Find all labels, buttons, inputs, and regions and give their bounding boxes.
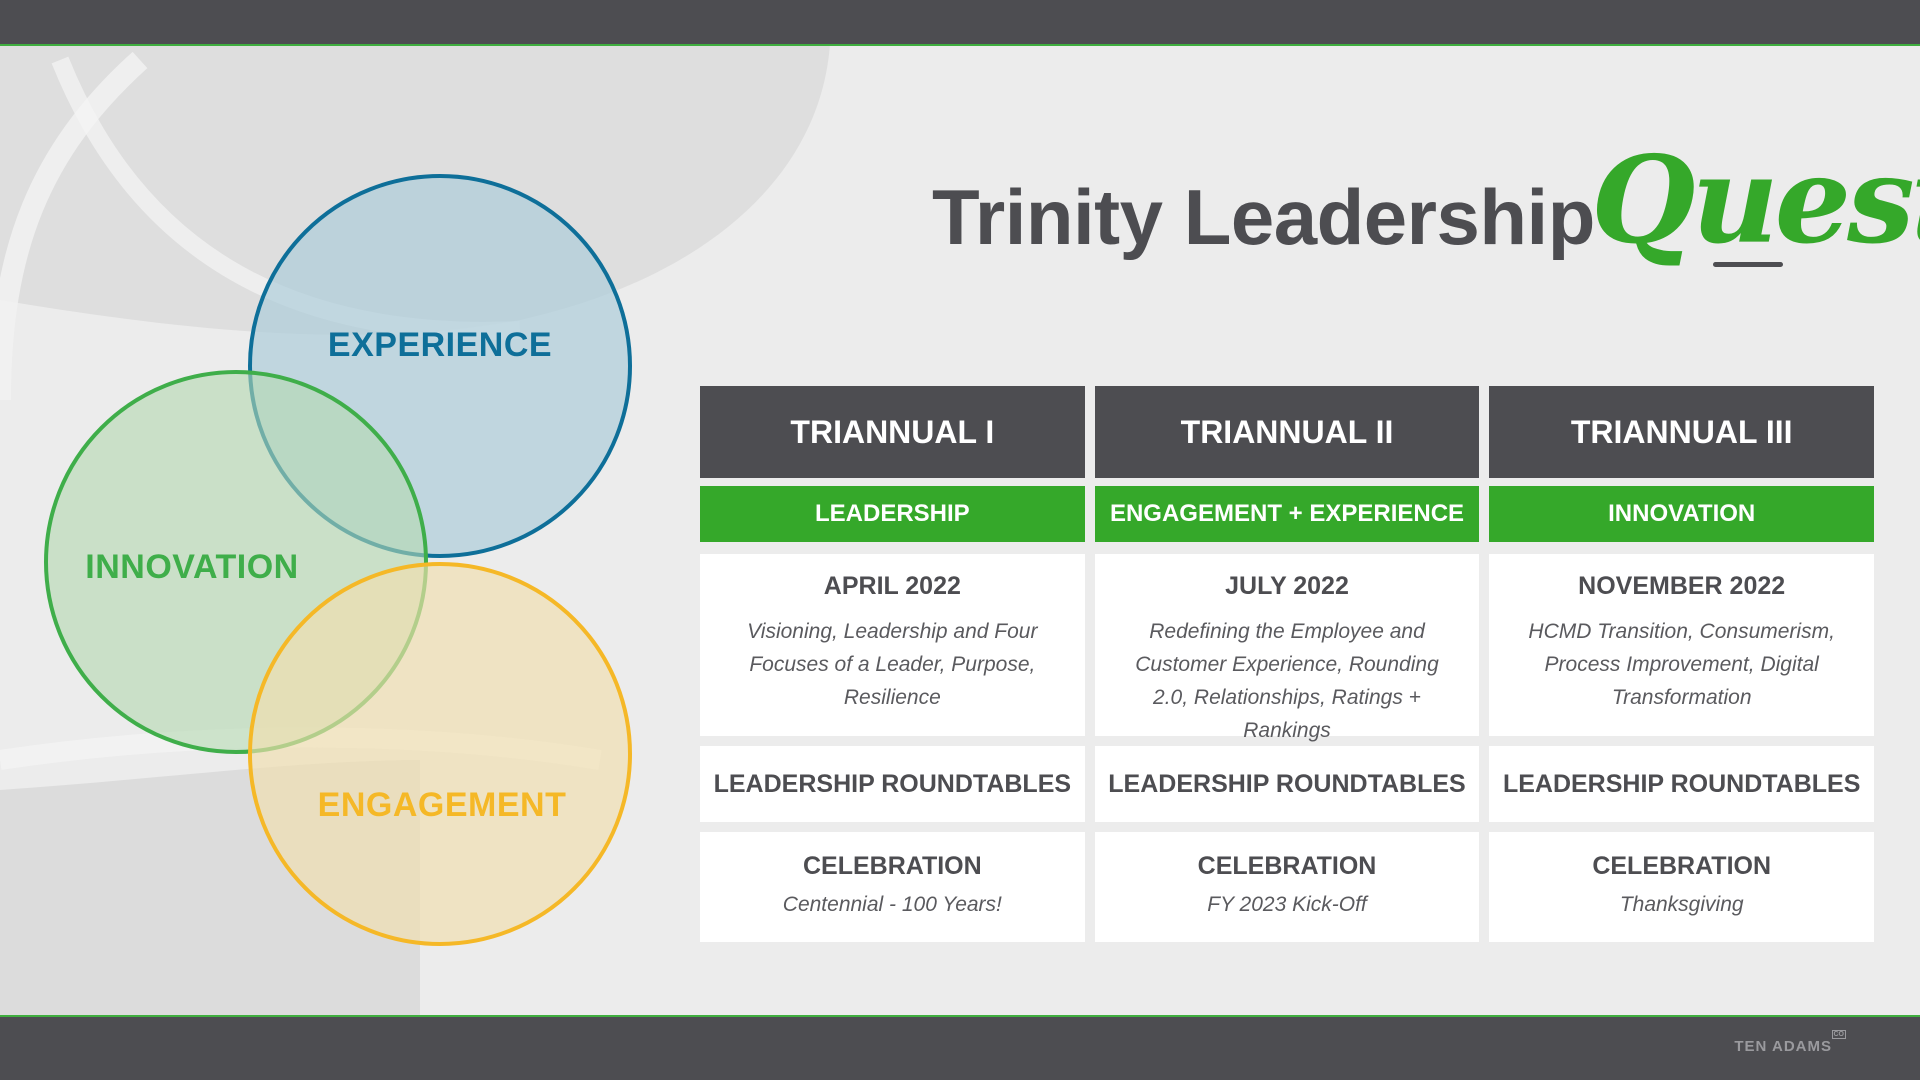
column-header: TRIANNUAL III bbox=[1489, 386, 1875, 478]
celebration-cell: CELEBRATION Centennial - 100 Years! bbox=[700, 832, 1085, 942]
page-title: Trinity Leadership bbox=[932, 173, 1595, 261]
celebration-row: CELEBRATION Centennial - 100 Years! CELE… bbox=[700, 832, 1875, 942]
celebration-cell: CELEBRATION FY 2023 Kick-Off bbox=[1094, 832, 1480, 942]
theme-label: ENGAGEMENT + EXPERIENCE bbox=[1094, 486, 1480, 542]
theme-label: INNOVATION bbox=[1489, 486, 1875, 542]
celebration-cell: CELEBRATION Thanksgiving bbox=[1489, 832, 1875, 942]
roundtable-cell: LEADERSHIP ROUNDTABLES bbox=[1094, 746, 1480, 822]
celebration-title: CELEBRATION bbox=[1197, 852, 1377, 880]
title-block: Trinity Leadership Quest bbox=[928, 110, 1920, 300]
top-bar bbox=[0, 0, 1920, 46]
venn-circle-engagement bbox=[248, 562, 632, 946]
theme-label: LEADERSHIP bbox=[700, 486, 1085, 542]
venn-label-innovation: INNOVATION bbox=[85, 548, 298, 586]
venn-label-engagement: ENGAGEMENT bbox=[318, 786, 567, 824]
celebration-subtitle: FY 2023 Kick-Off bbox=[1207, 893, 1367, 916]
topic-row: APRIL 2022 Visioning, Leadership and Fou… bbox=[700, 554, 1875, 742]
celebration-title: CELEBRATION bbox=[1592, 852, 1772, 880]
triannual-grid: TRIANNUAL I TRIANNUAL II TRIANNUAL III L… bbox=[700, 386, 1875, 952]
topic-description: HCMD Transition, Consumerism, Process Im… bbox=[1528, 620, 1835, 709]
venn-label-experience: EXPERIENCE bbox=[328, 326, 552, 364]
celebration-title: CELEBRATION bbox=[802, 852, 982, 880]
topic-date: JULY 2022 bbox=[1225, 572, 1349, 600]
topic-cell: APRIL 2022 Visioning, Leadership and Fou… bbox=[700, 554, 1085, 736]
theme-row: LEADERSHIP ENGAGEMENT + EXPERIENCE INNOV… bbox=[700, 486, 1875, 542]
roundtable-cell: LEADERSHIP ROUNDTABLES bbox=[1489, 746, 1875, 822]
title-accent-underline bbox=[1713, 262, 1783, 267]
column-header: TRIANNUAL I bbox=[700, 386, 1085, 478]
trademark-badge: CO bbox=[1831, 1030, 1846, 1039]
bottom-bar bbox=[0, 1015, 1920, 1080]
celebration-subtitle: Thanksgiving bbox=[1619, 893, 1744, 916]
topic-cell: JULY 2022 Redefining the Employee and Cu… bbox=[1094, 554, 1480, 742]
topic-cell: NOVEMBER 2022 HCMD Transition, Consumeri… bbox=[1489, 554, 1875, 736]
column-header: TRIANNUAL II bbox=[1094, 386, 1480, 478]
topic-date: APRIL 2022 bbox=[823, 572, 961, 600]
venn-diagram: EXPERIENCE INNOVATION ENGAGEMENT bbox=[44, 174, 632, 946]
brand-name: TEN ADAMS bbox=[1734, 1038, 1832, 1055]
roundtable-cell: LEADERSHIP ROUNDTABLES bbox=[700, 746, 1085, 822]
topic-description: Visioning, Leadership and Four Focuses o… bbox=[747, 620, 1038, 709]
celebration-subtitle: Centennial - 100 Years! bbox=[782, 893, 1002, 916]
title-accent-script: Quest bbox=[1591, 130, 1920, 271]
brand-logo: TEN ADAMS CO bbox=[1734, 1030, 1846, 1055]
header-row: TRIANNUAL I TRIANNUAL II TRIANNUAL III bbox=[700, 386, 1875, 478]
topic-description: Redefining the Employee and Customer Exp… bbox=[1135, 620, 1439, 742]
roundtable-row: LEADERSHIP ROUNDTABLES LEADERSHIP ROUNDT… bbox=[700, 746, 1875, 822]
topic-date: NOVEMBER 2022 bbox=[1578, 572, 1786, 600]
